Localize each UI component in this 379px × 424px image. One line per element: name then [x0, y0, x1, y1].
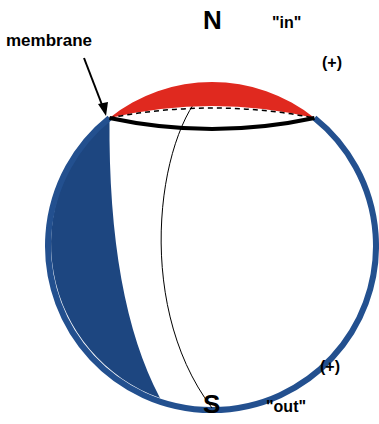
- sign-label: (+): [322, 54, 342, 72]
- membrane-label: membrane: [6, 32, 92, 51]
- membrane: [110, 118, 315, 129]
- leader-line: [84, 58, 104, 110]
- sphere-outline: [48, 118, 376, 410]
- sign-label: (+): [320, 358, 340, 376]
- meridian-line: [161, 84, 212, 408]
- side-label: "in": [272, 14, 301, 32]
- membrane-back-edge: [110, 108, 315, 118]
- pole-label: S: [203, 390, 220, 419]
- arrow-head: [98, 102, 108, 116]
- side-label: "out": [266, 398, 306, 416]
- shaded-crescent: [51, 118, 160, 398]
- pole-label: N: [203, 6, 222, 35]
- north-cap: [110, 82, 315, 118]
